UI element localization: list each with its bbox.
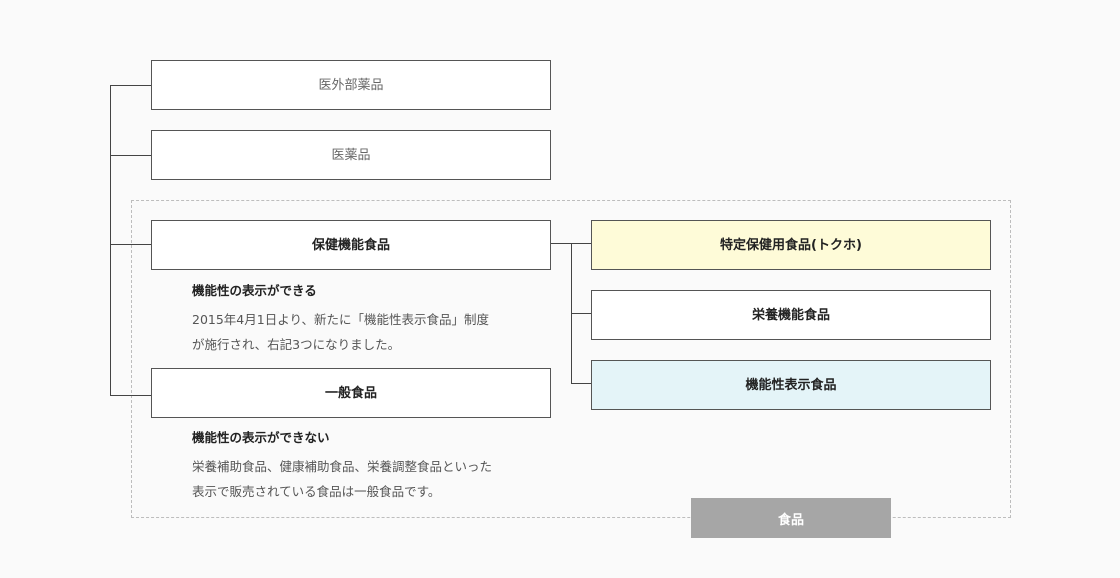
- health-function-description-body: 2015年4月1日より、新たに「機能性表示食品」制度 が施行され、右記3つになり…: [192, 307, 489, 357]
- general-food-description-line-1: 栄養補助食品、健康補助食品、栄養調整食品といった: [192, 459, 493, 474]
- foshu-label: 特定保健用食品(トクホ): [720, 237, 862, 253]
- food-with-function-claims-label: 機能性表示食品: [745, 377, 837, 393]
- health-function-description: 機能性の表示ができる 2015年4月1日より、新たに「機能性表示食品」制度 が施…: [192, 283, 489, 357]
- branch-line-drug: [110, 155, 151, 156]
- health-function-description-heading: 機能性の表示ができる: [192, 283, 317, 298]
- connector-health-to-subtypes: [550, 243, 591, 244]
- left-trunk-line: [110, 85, 111, 396]
- branch-line-quasi-drug: [110, 85, 151, 86]
- health-function-food-box: 保健機能食品: [151, 220, 551, 270]
- health-function-description-line-1: 2015年4月1日より、新たに「機能性表示食品」制度: [192, 312, 489, 327]
- food-group-frame: [131, 200, 1011, 518]
- foshu-box: 特定保健用食品(トクホ): [591, 220, 991, 270]
- general-food-description-body: 栄養補助食品、健康補助食品、栄養調整食品といった 表示で販売されている食品は一般…: [192, 454, 492, 504]
- quasi-drug-box: 医外部薬品: [151, 60, 551, 110]
- drug-label: 医薬品: [331, 147, 371, 163]
- branch-line-general-food: [110, 395, 151, 396]
- health-function-food-label: 保健機能食品: [311, 237, 390, 253]
- general-food-description-line-2: 表示で販売されている食品は一般食品です。: [192, 484, 441, 499]
- branch-line-health-function: [110, 244, 151, 245]
- food-group-tag: 食品: [691, 498, 891, 538]
- general-food-box: 一般食品: [151, 368, 551, 418]
- general-food-label: 一般食品: [324, 385, 377, 401]
- health-function-description-line-2: が施行され、右記3つになりました。: [192, 337, 401, 352]
- branch-line-nutrient: [571, 313, 591, 314]
- general-food-description: 機能性の表示ができない 栄養補助食品、健康補助食品、栄養調整食品といった 表示で…: [192, 430, 492, 504]
- general-food-description-heading: 機能性の表示ができない: [192, 430, 330, 445]
- branch-line-claims: [571, 383, 591, 384]
- nutrient-function-food-box: 栄養機能食品: [591, 290, 991, 340]
- drug-box: 医薬品: [151, 130, 551, 180]
- food-group-label: 食品: [777, 512, 804, 528]
- nutrient-function-food-label: 栄養機能食品: [751, 307, 830, 323]
- quasi-drug-label: 医外部薬品: [318, 77, 384, 93]
- food-with-function-claims-box: 機能性表示食品: [591, 360, 991, 410]
